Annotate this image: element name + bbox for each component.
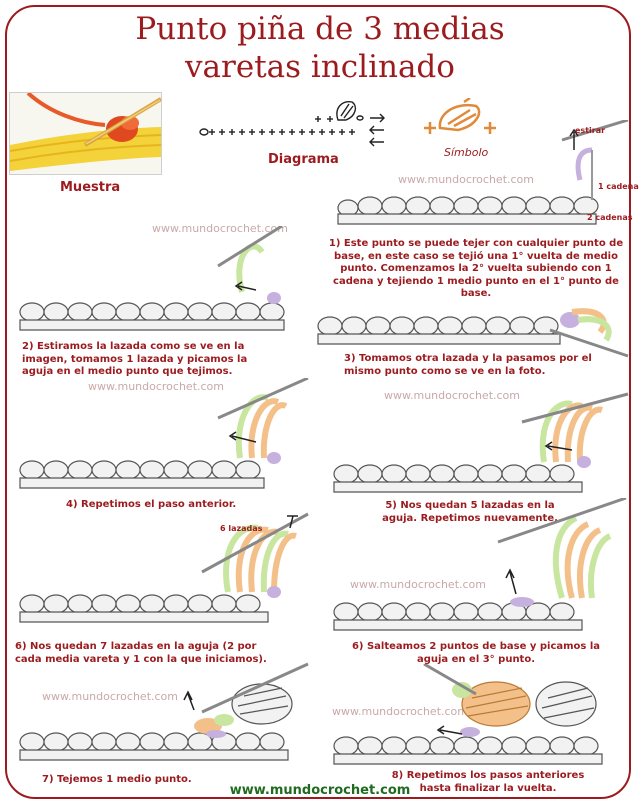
step-8-illustration bbox=[333, 664, 603, 765]
step-4-caption: 4) Repetimos el paso anterior. bbox=[66, 499, 237, 510]
watermark: www.mundocrochet.com bbox=[42, 690, 178, 703]
diagram-label: Diagrama bbox=[268, 152, 339, 167]
annotation-one-chain: 1 cadena bbox=[598, 182, 639, 191]
stitch-symbol bbox=[424, 98, 496, 134]
step-6-illustration bbox=[19, 512, 309, 623]
step-6b-illustration bbox=[333, 498, 627, 631]
stitch-diagram bbox=[199, 101, 385, 147]
step-2-illustration bbox=[19, 226, 285, 331]
sample-photo-image bbox=[10, 93, 161, 174]
step-7-illustration bbox=[19, 662, 309, 761]
watermark: www.mundocrochet.com bbox=[398, 173, 534, 186]
step-1-illustration bbox=[337, 120, 629, 225]
step-5-illustration bbox=[333, 392, 629, 493]
watermark: www.mundocrochet.com bbox=[332, 705, 468, 718]
symbol-label: Símbolo bbox=[444, 146, 489, 159]
sample-photo bbox=[9, 92, 162, 175]
page-border bbox=[5, 5, 631, 799]
step-6b-caption: 6) Salteamos 2 puntos de base y picamos … bbox=[351, 641, 601, 665]
step-3-illustration bbox=[317, 308, 629, 358]
step-6-caption: 6) Nos quedan 7 lazadas en la aguja (2 p… bbox=[15, 641, 267, 665]
step-2-caption: 2) Estiramos la lazada como se ve en la … bbox=[22, 341, 248, 377]
step-1-caption: 1) Este punto se puede tejer con cualqui… bbox=[328, 238, 624, 299]
sample-label: Muestra bbox=[60, 180, 121, 195]
step-5-caption: 5) Nos quedan 5 lazadas en la aguja. Rep… bbox=[382, 500, 558, 524]
annotation-estirar: estirar bbox=[575, 126, 606, 135]
page-title-line-1: Punto piña de 3 medias bbox=[135, 11, 505, 47]
page-title-line-2: varetas inclinado bbox=[185, 49, 455, 85]
step-8-caption: 8) Repetimos los pasos anteriores hasta … bbox=[391, 770, 585, 794]
footer-url[interactable]: www.mundocrochet.com bbox=[229, 783, 411, 798]
annotation-two-chains: 2 cadenas bbox=[587, 213, 633, 222]
step-7-caption: 7) Tejemos 1 medio punto. bbox=[42, 774, 192, 785]
watermark: www.mundocrochet.com bbox=[350, 578, 486, 591]
step-4-illustration bbox=[19, 378, 309, 489]
watermark: www.mundocrochet.com bbox=[152, 222, 288, 235]
watermark: www.mundocrochet.com bbox=[88, 380, 224, 393]
step-3-caption: 3) Tomamos otra lazada y la pasamos por … bbox=[344, 353, 592, 377]
annotation-six-loops: 6 lazadas bbox=[220, 524, 263, 533]
watermark: www.mundocrochet.com bbox=[384, 389, 520, 402]
